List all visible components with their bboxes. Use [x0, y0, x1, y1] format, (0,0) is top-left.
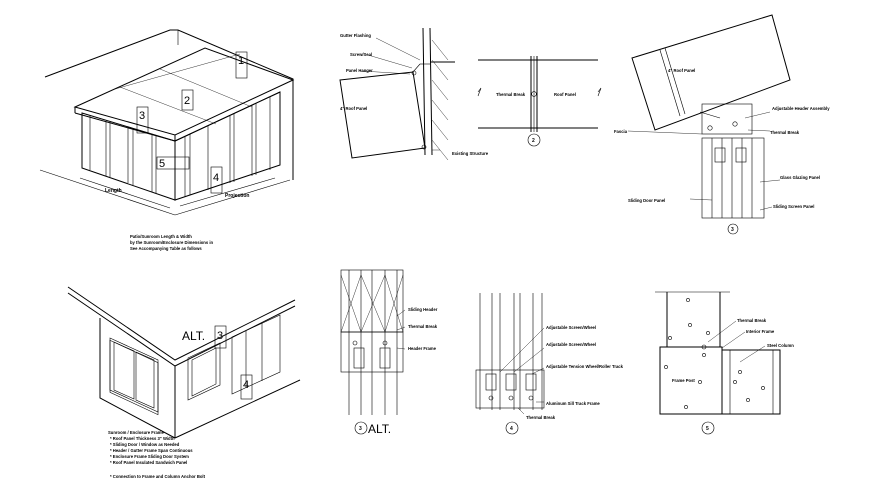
- note-top-line-2: by the Sunroom/Enclosure Dimensions in: [130, 240, 214, 245]
- detail-3-alt: 3 ALT. Sliding Header Thermal Break Head…: [340, 269, 438, 436]
- iso-top-callout-4: 4: [213, 172, 219, 184]
- d3-label-sliding-screen: Sliding Screen Panel: [773, 204, 814, 209]
- d3alt-alt: ALT.: [368, 422, 391, 436]
- d3alt-label-sliding-header: Sliding Header: [408, 307, 438, 312]
- iso-top-callout-2: 2: [184, 95, 190, 107]
- iso-dim-projection: Projection: [225, 193, 249, 199]
- iso-bottom-callout-4: 4: [243, 379, 249, 391]
- detail-3: 3 4" Roof Panel Adjustable Header Assemb…: [614, 14, 830, 235]
- note-block-bottom: Sunroom / Enclosure Frame * Roof Panel T…: [108, 430, 206, 479]
- note-bottom-line-3: * Sliding Door / Window as Needed: [110, 442, 180, 447]
- d3-label-header: Adjustable Header Assembly: [772, 106, 830, 111]
- iso-bottom-alt-label: ALT.: [182, 329, 205, 343]
- d1-label-roof-panel: 4" Roof Panel: [340, 106, 367, 111]
- d3-label-thermal: Thermal Break: [770, 130, 800, 135]
- iso-top-callout-5: 5: [159, 158, 165, 170]
- note-bottom-line-5: * Enclosure Frame Sliding Door System: [110, 454, 189, 459]
- d4-label-screen-1: Adjustable Screen/Wheel: [546, 325, 596, 330]
- d5-label-thermal: Thermal Break: [737, 318, 767, 323]
- iso-top-callout-3: 3: [139, 110, 145, 122]
- d1-label-gutter: Gutter Flashing: [340, 33, 371, 38]
- detail-5: 5 Thermal Break Interior Frame Steel Col…: [655, 291, 794, 435]
- d1-label-screw: Screw/Seal: [350, 52, 372, 57]
- d5-number: 5: [706, 426, 709, 432]
- iso-top-callout-1: 1: [238, 55, 244, 67]
- detail-2: 2 Thermal Break Roof Panel: [477, 56, 602, 147]
- d2-label-roof-panel: Roof Panel: [554, 92, 576, 97]
- note-top-line-3: See Accompanying Table as follows: [130, 246, 202, 251]
- note-bottom-line-6: * Roof Panel Insulated Sandwich Panel: [110, 460, 187, 465]
- d4-label-thermal: Thermal Break: [526, 415, 556, 420]
- d4-label-tension: Adjustable Tension Wheel/Roller Track: [546, 364, 624, 369]
- d4-label-sill: Aluminum Sill Track Frame: [546, 401, 600, 406]
- iso-dim-length: Length: [105, 188, 122, 194]
- d3-label-sliding-door: Sliding Door Panel: [628, 198, 665, 203]
- note-top-line-1: Patio/Sunroom Length & Width: [130, 234, 192, 239]
- d2-label-thermal: Thermal Break: [496, 92, 526, 97]
- d5-label-steel-column: Steel Column: [767, 343, 794, 348]
- d4-number: 4: [510, 426, 513, 432]
- d3alt-label-header-frame: Header Frame: [408, 346, 437, 351]
- d3-number: 3: [731, 227, 734, 233]
- d3alt-number: 3: [359, 426, 362, 432]
- d5-label-frame-post: Frame Post: [672, 378, 695, 383]
- d2-number: 2: [532, 138, 535, 144]
- note-bottom-line-2: * Roof Panel Thickness 3" Width: [110, 436, 175, 441]
- iso-view-bottom: ALT. 3 4: [67, 286, 301, 439]
- iso-view-top: 1 2 3 5 4 Length Projection: [39, 29, 295, 216]
- note-bottom-line-7: * Connection to Frame and Column Anchor …: [110, 474, 206, 479]
- detail-4: 4 Adjustable Screen/Wheel Adjustable Scr…: [475, 293, 624, 435]
- d3-label-roof-panel: 4" Roof Panel: [668, 68, 695, 73]
- d3alt-label-thermal: Thermal Break: [408, 324, 438, 329]
- note-bottom-line-1: Sunroom / Enclosure Frame: [108, 430, 165, 435]
- d5-label-interior: Interior Frame: [746, 329, 775, 334]
- note-bottom-line-4: * Header / Gutter Frame Span Continuous: [110, 448, 193, 453]
- iso-bottom-callout-3: 3: [217, 330, 223, 342]
- d1-label-existing: Existing Structure: [452, 151, 489, 156]
- d1-label-hanger: Panel Hanger: [346, 68, 373, 73]
- d3-label-glass: Glass Glazing Panel: [780, 175, 820, 180]
- note-block-top: Patio/Sunroom Length & Width by the Sunr…: [130, 234, 214, 251]
- d4-label-screen-2: Adjustable Screen/Wheel: [546, 342, 596, 347]
- d3-label-fascia: Fascia: [614, 129, 628, 134]
- detail-1: Gutter Flashing Screw/Seal Panel Hanger …: [339, 27, 489, 161]
